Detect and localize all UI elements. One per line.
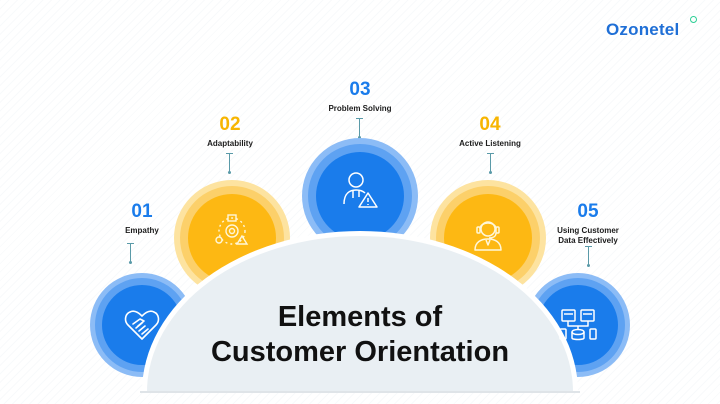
title-line-1: Elements of	[277, 301, 443, 333]
connector-02	[226, 153, 233, 174]
diagram-stage: Elements of Customer Orientation	[90, 138, 630, 392]
element-label-01: 01 Empathy	[82, 202, 202, 236]
element-title: Active Listening	[459, 139, 521, 148]
connector-01	[127, 243, 134, 264]
element-title: Empathy	[125, 226, 159, 235]
connector-03	[356, 118, 363, 139]
element-label-04: 04 Active Listening	[430, 115, 550, 149]
diagram-title: Elements of Customer Orientation	[147, 300, 573, 370]
gear-cycle-icon	[215, 214, 249, 245]
handshake-heart-icon	[124, 310, 160, 340]
brand-logo-dot	[690, 16, 697, 23]
brand-logo: Ozonetel	[606, 20, 680, 39]
element-label-03: 03 Problem Solving	[300, 80, 420, 114]
element-number: 03	[349, 79, 371, 100]
element-title: Problem Solving	[328, 104, 392, 113]
connector-04	[487, 153, 494, 174]
person-warning-icon	[343, 172, 378, 208]
element-number: 05	[577, 201, 599, 222]
baseline-divider	[140, 391, 580, 393]
headset-agent-icon	[474, 221, 502, 251]
title-line-2: Customer Orientation	[210, 336, 510, 368]
element-number: 01	[131, 201, 153, 222]
element-title: Adaptability	[207, 139, 253, 148]
data-network-icon	[559, 309, 597, 341]
connector-05	[585, 246, 592, 267]
element-label-02: 02 Adaptability	[170, 115, 290, 149]
element-number: 04	[479, 114, 501, 135]
element-number: 02	[219, 114, 241, 135]
